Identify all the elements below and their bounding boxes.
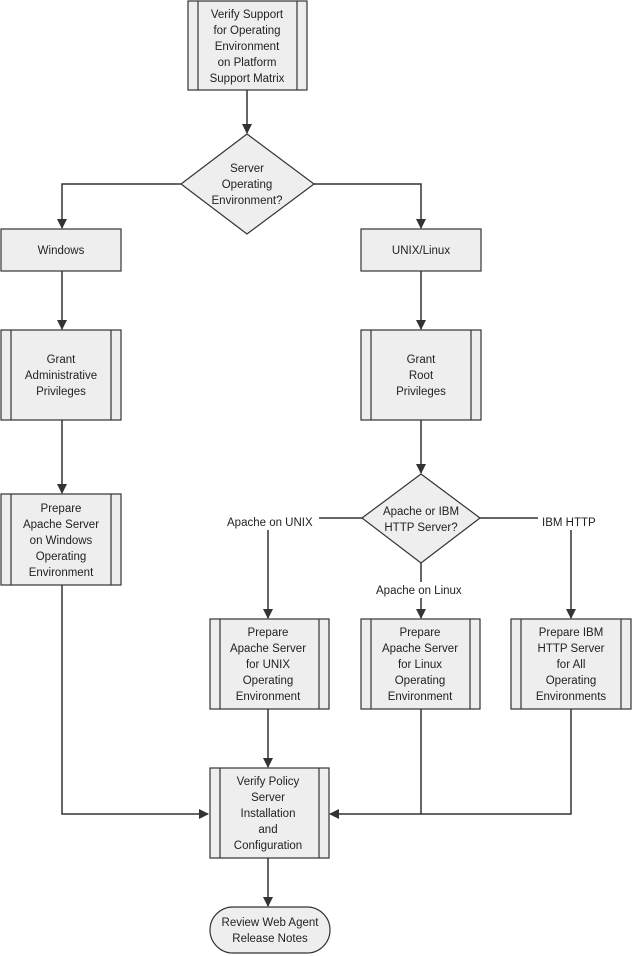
node-text: Prepare — [41, 503, 82, 515]
node-text: Verify Policy — [237, 776, 300, 788]
node-windows: Windows — [0, 228, 122, 272]
node-text: Environment? — [212, 195, 283, 207]
node-text: Configuration — [234, 840, 302, 852]
node-text: Apache Server — [23, 519, 99, 531]
node-text: Environment — [388, 691, 453, 703]
node-server-os-decision: Server Operating Environment? — [180, 133, 316, 235]
node-text: Support Matrix — [210, 73, 285, 85]
node-text: Apache Server — [230, 643, 306, 655]
node-text: for UNIX — [246, 659, 290, 671]
node-text: Operating — [36, 551, 87, 563]
node-text: and — [258, 824, 277, 836]
node-text: HTTP Server — [538, 643, 605, 655]
edge-label-apache-on-unix: Apache on UNIX — [227, 517, 313, 529]
node-apache-or-ibm-decision: Apache or IBM HTTP Server? — [361, 473, 481, 564]
node-text: Grant — [47, 354, 77, 366]
edge-label-apache-on-linux: Apache on Linux — [376, 585, 462, 597]
node-text: Privileges — [396, 386, 446, 398]
node-text: Prepare IBM — [539, 627, 604, 639]
node-text: Operating — [395, 675, 446, 687]
edge-decision2-to-ibm-http — [480, 517, 576, 619]
node-unix-linux: UNIX/Linux — [360, 228, 482, 272]
node-text: Environment — [236, 691, 301, 703]
node-text: on Platform — [218, 57, 277, 69]
node-text: Privileges — [36, 386, 86, 398]
node-text: Operating — [243, 675, 294, 687]
edge-label-bg-ibm-http — [538, 514, 600, 530]
node-prepare-ibm-http: Prepare IBM HTTP Server for All Operatin… — [510, 618, 632, 710]
node-review-release-notes: Review Web Agent Release Notes — [209, 906, 331, 954]
edge-label-ibm-http: IBM HTTP — [542, 517, 596, 529]
node-text: Apache Server — [382, 643, 458, 655]
node-verify-support: Verify Support for Operating Environment… — [187, 0, 308, 91]
edge-prepare-linux-to-verify-policy — [329, 709, 422, 819]
node-prepare-apache-unix: Prepare Apache Server for UNIX Operating… — [209, 618, 330, 710]
node-text: Environments — [536, 691, 607, 703]
node-grant-root: Grant Root Privileges — [360, 329, 482, 421]
node-text: Operating — [546, 675, 597, 687]
edge-label-bg-apache-linux — [372, 582, 470, 598]
connectors — [57, 90, 576, 907]
node-text: Installation — [241, 808, 296, 820]
node-text: Review Web Agent — [222, 917, 320, 929]
node-text: Operating — [222, 179, 273, 191]
edge-label-bg-apache-unix — [224, 514, 319, 530]
node-text: Prepare — [248, 627, 289, 639]
edge-decision-to-unix — [314, 183, 426, 229]
node-text: HTTP Server? — [384, 522, 457, 534]
edge-decision-to-windows — [57, 183, 181, 229]
node-grant-admin: Grant Administrative Privileges — [0, 329, 122, 421]
edge-prepare-windows-to-verify-policy — [61, 585, 209, 819]
node-prepare-apache-linux: Prepare Apache Server for Linux Operatin… — [360, 618, 481, 710]
node-text: Administrative — [25, 370, 97, 382]
node-text: Apache or IBM — [383, 506, 459, 518]
node-text: Root — [409, 370, 434, 382]
edge-decision2-to-apache-unix — [263, 517, 362, 619]
node-prepare-apache-windows: Prepare Apache Server on Windows Operati… — [0, 493, 122, 586]
node-text: Environment — [215, 41, 280, 53]
node-text: Environment — [29, 567, 94, 579]
node-text: Verify Support — [211, 9, 284, 21]
edge-prepare-ibm-to-verify-policy — [421, 709, 572, 815]
node-text: Release Notes — [232, 933, 308, 945]
node-text: Prepare — [400, 627, 441, 639]
node-text: Server — [251, 792, 285, 804]
node-text: on Windows — [30, 535, 93, 547]
node-text: Grant — [407, 354, 437, 366]
node-verify-policy-server: Verify Policy Server Installation and Co… — [209, 767, 330, 859]
node-text: Server — [230, 163, 264, 175]
node-text: for All — [557, 659, 586, 671]
node-text: for Linux — [398, 659, 442, 671]
node-text: Windows — [38, 245, 85, 257]
node-text: for Operating — [213, 25, 280, 37]
node-text: UNIX/Linux — [392, 245, 450, 257]
